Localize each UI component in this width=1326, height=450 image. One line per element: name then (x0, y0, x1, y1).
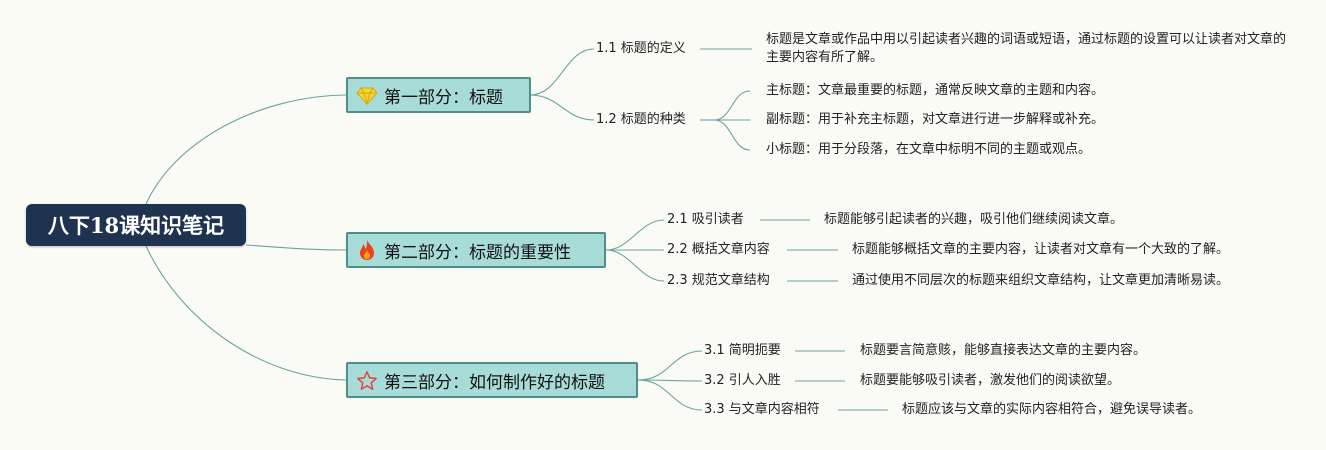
connector-root-b2 (245, 244, 347, 251)
detail-1-2-3: 小标题：用于分段落，在文章中标明不同的主题或观点。 (766, 142, 1092, 157)
connector-b1-i2 (529, 94, 595, 121)
detail-1-2-2: 副标题：用于补充主标题，对文章进行进一步解释或补充。 (766, 112, 1105, 127)
connector-root-b1 (145, 94, 347, 205)
branch-part-1[interactable]: 第一部分：标题 (346, 77, 531, 113)
connector-b2-i3 (605, 249, 665, 282)
item-1-2[interactable]: 1.2 标题的种类 (596, 112, 686, 127)
connector-b1-i1 (529, 48, 595, 96)
star-icon (356, 369, 378, 391)
connector-b2-i1 (605, 219, 665, 251)
branch-part-2[interactable]: 第二部分：标题的重要性 (346, 232, 606, 268)
gem-icon (356, 84, 378, 106)
connector-b3-i3 (637, 379, 703, 411)
item-3-3[interactable]: 3.3 与文章内容相符 (704, 402, 820, 417)
connector-b3-i1 (637, 350, 703, 381)
branch-label: 第二部分：标题的重要性 (384, 242, 571, 263)
detail-2-1-1: 标题能够引起读者的兴趣，吸引他们继续阅读文章。 (824, 212, 1124, 227)
root-node[interactable]: 八下18课知识笔记 (26, 204, 246, 246)
item-2-3[interactable]: 2.3 规范文章结构 (667, 273, 770, 288)
item-3-1[interactable]: 3.1 简明扼要 (704, 343, 781, 358)
detail-3-2-1: 标题要能够吸引读者，激发他们的阅读欲望。 (860, 373, 1121, 388)
item-1-1[interactable]: 1.1 标题的定义 (596, 41, 686, 56)
item-3-2[interactable]: 3.2 引人入胜 (704, 373, 781, 388)
branch-part-3[interactable]: 第三部分：如何制作好的标题 (346, 362, 638, 398)
branch-label: 第三部分：如何制作好的标题 (384, 372, 605, 393)
detail-1-1-1: 标题是文章或作品中用以引起读者兴趣的词语或短语，通过标题的设置可以让读者对文章的… (766, 32, 1287, 65)
item-2-2[interactable]: 2.2 概括文章内容 (667, 242, 770, 257)
connector-root-b3 (145, 245, 347, 381)
detail-2-3-1: 通过使用不同层次的标题来组织文章结构，让文章更加清晰易读。 (852, 273, 1230, 288)
connector-b3-i2 (637, 379, 703, 382)
detail-3-1-1: 标题要言简意赅，能够直接表达文章的主要内容。 (860, 343, 1147, 358)
detail-1-2-1: 主标题：文章最重要的标题，通常反映文章的主题和内容。 (766, 83, 1105, 98)
detail-2-2-1: 标题能够概括文章的主要内容，让读者对文章有一个大致的了解。 (852, 242, 1230, 257)
root-label: 八下18课知识笔记 (47, 213, 225, 238)
flame-icon (356, 239, 378, 261)
detail-3-3-1: 标题应该与文章的实际内容相符合，避免误导读者。 (902, 402, 1202, 417)
branch-label: 第一部分：标题 (384, 87, 503, 108)
item-2-1[interactable]: 2.1 吸引读者 (667, 212, 744, 227)
